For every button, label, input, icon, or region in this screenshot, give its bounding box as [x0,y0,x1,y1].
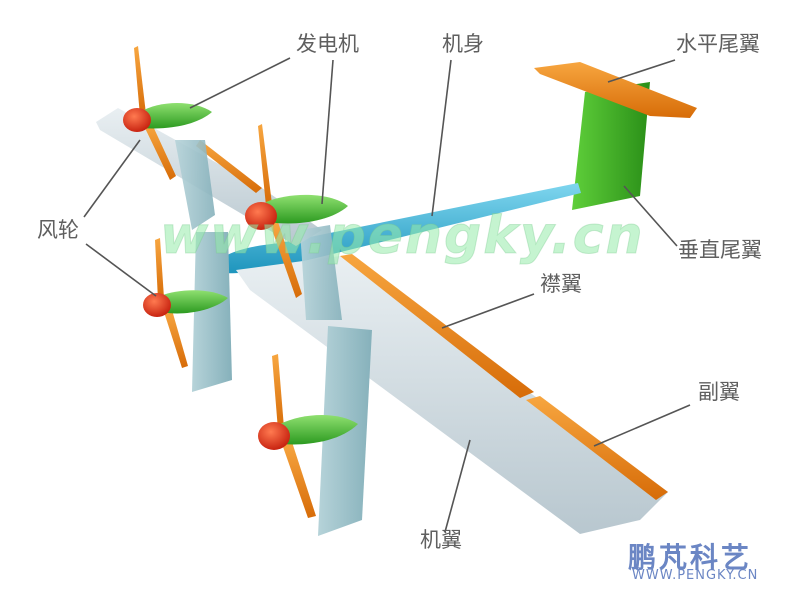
label-wind-wheel: 风轮 [37,218,79,242]
label-aileron: 副翼 [698,380,740,404]
horizontal-tail [534,62,697,118]
label-fuselage: 机身 [442,32,484,56]
engine-3 [143,238,228,368]
label-flap: 襟翼 [540,272,582,296]
logo-url: WWW.PENGKY.CN [632,568,759,583]
aileron-surface [526,396,668,500]
label-wing: 机翼 [420,528,462,552]
label-generator: 发电机 [296,32,359,56]
label-vertical-tail: 垂直尾翼 [678,238,762,262]
vertical-tail [572,82,650,210]
flap-surface [340,254,534,398]
leader-lines [83,57,691,533]
engine-1 [123,46,212,180]
engine-2 [245,124,348,298]
engine-4 [258,354,358,518]
watermark-text: www.pengky.cn [160,206,645,267]
main-wing [236,254,668,534]
logo-name: 鹏芃科艺 [628,541,753,574]
label-horizontal-tail: 水平尾翼 [676,32,760,56]
